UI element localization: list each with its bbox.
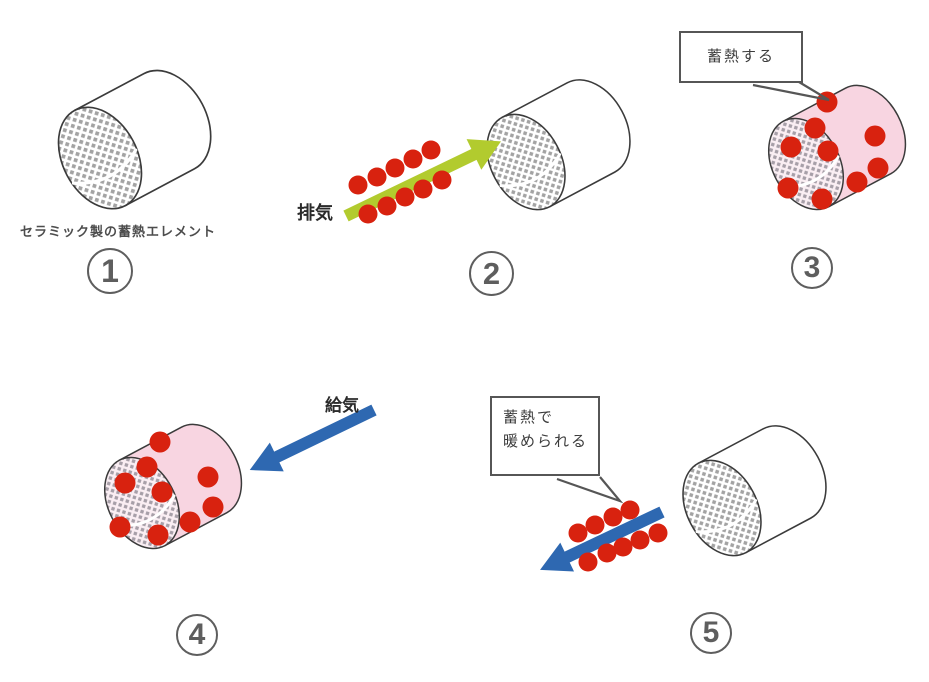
callout-tail-step5	[556, 476, 624, 504]
step-number-1: 1	[87, 248, 133, 294]
callout-store-heat: 蓄熱する	[679, 31, 803, 83]
callout-tail-step3	[752, 81, 830, 102]
heat-dots-step2	[348, 140, 452, 224]
supply-arrow	[249, 404, 377, 472]
cylinder-step2	[486, 79, 631, 211]
heat-dots-step3	[777, 91, 889, 210]
step-number-2: 2	[469, 251, 514, 296]
heat-dots-step4	[109, 431, 224, 546]
callout-warmed-line1: 蓄熱で	[503, 409, 555, 426]
step-number-5: 5	[690, 612, 732, 654]
element-caption: セラミック製の蓄熱エレメント	[20, 224, 217, 239]
callout-warmed-line2: 暖められる	[503, 433, 589, 450]
callout-store-heat-text: 蓄熱する	[706, 48, 775, 65]
warmed-air-arrow	[540, 506, 665, 572]
exhaust-label: 排気	[297, 203, 333, 223]
cylinder-step5	[682, 425, 827, 557]
step-number-4: 4	[176, 614, 218, 656]
heat-dots-step5	[568, 500, 668, 572]
cylinder-step4	[103, 423, 243, 550]
step-number-3: 3	[791, 247, 833, 289]
callout-warmed: 蓄熱で 暖められる	[490, 396, 600, 476]
cylinder-step1	[57, 69, 212, 210]
supply-label: 給気	[325, 396, 359, 415]
